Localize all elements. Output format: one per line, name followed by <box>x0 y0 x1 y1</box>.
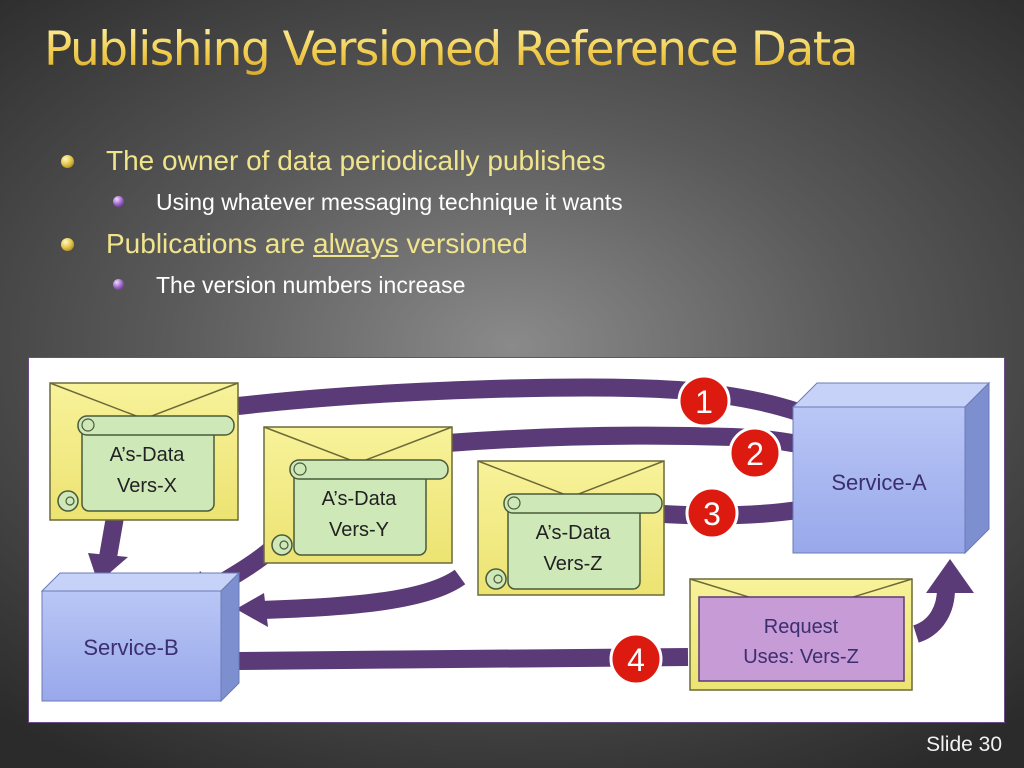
bullet-1: The owner of data periodically publishes <box>106 145 606 176</box>
scroll-x-line2: Vers-X <box>117 475 177 497</box>
arrow-z-to-b <box>259 569 466 619</box>
scroll-x-line1: A’s-Data <box>110 444 186 466</box>
service-a-label: Service-A <box>831 470 927 495</box>
sub-bullet-marker <box>113 196 124 207</box>
step-3-label: 3 <box>703 496 721 532</box>
envelope-vers-y: A’s-Data Vers-Y <box>263 426 453 564</box>
envelope-vers-x: A’s-Data Vers-X <box>49 382 239 521</box>
arrow-x-to-b <box>99 515 124 559</box>
slide-number: Slide 30 <box>926 733 1002 756</box>
request-line2: Uses: Vers-Z <box>743 646 859 668</box>
step-4-label: 4 <box>627 642 645 678</box>
bullet-marker <box>61 155 74 168</box>
arrow-head-z <box>236 593 268 627</box>
scroll-vers-y: A’s-Data Vers-Y <box>271 459 449 556</box>
versioned-data-diagram: Service-A Service-B A’s-Data Vers-X <box>28 357 1005 723</box>
service-b-label: Service-B <box>83 635 178 660</box>
step-3-badge: 3 <box>685 486 739 540</box>
sub-bullet-marker <box>113 279 124 290</box>
arrow-request-to-a <box>912 588 955 643</box>
scroll-vers-z: A’s-Data Vers-Z <box>485 493 663 590</box>
scroll-y-line2: Vers-Y <box>329 519 389 541</box>
scroll-vers-x: A’s-Data Vers-X <box>57 415 235 512</box>
bullet-2-text-start: Publications are <box>106 228 314 259</box>
scroll-y-line1: A’s-Data <box>322 488 398 510</box>
service-b-box: Service-B <box>40 571 241 703</box>
bullet-marker <box>61 238 74 251</box>
envelope-vers-z: A’s-Data Vers-Z <box>477 460 665 596</box>
bullet-2-text-end: versioned <box>398 228 528 259</box>
arrow-step-1 <box>236 378 801 421</box>
service-a-box: Service-A <box>791 381 991 555</box>
scroll-z-line2: Vers-Z <box>544 553 603 575</box>
bullet-2-emphasis: always <box>313 228 399 259</box>
scroll-z-line1: A’s-Data <box>536 522 612 544</box>
sub-bullet-1: Using whatever messaging technique it wa… <box>156 189 623 215</box>
sub-bullet-2: The version numbers increase <box>156 272 466 298</box>
bullet-2: Publications are always versioned <box>106 228 528 260</box>
arrow-head-request <box>926 559 974 593</box>
envelope-request: Request Uses: Vers-Z <box>689 578 913 691</box>
step-2-label: 2 <box>746 436 764 472</box>
step-2-badge: 2 <box>728 426 782 480</box>
step-1-label: 1 <box>695 384 713 420</box>
request-line1: Request <box>764 616 839 638</box>
step-1-badge: 1 <box>677 374 731 428</box>
slide-title: Publishing Versioned Reference Data <box>44 22 859 77</box>
request-box <box>698 596 905 682</box>
step-4-badge: 4 <box>609 632 663 686</box>
